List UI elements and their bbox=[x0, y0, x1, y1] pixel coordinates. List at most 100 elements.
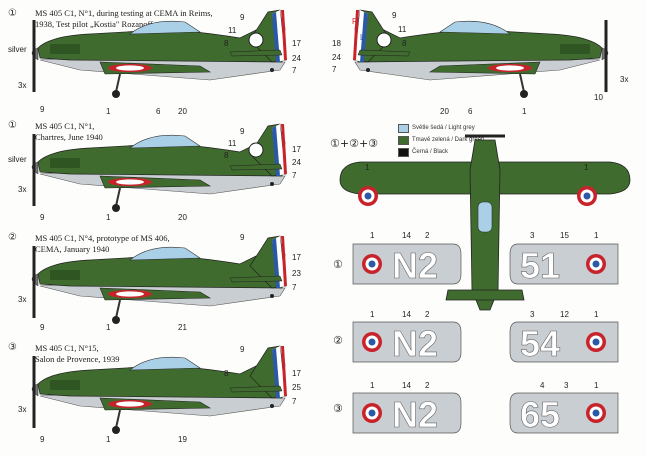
p1-callout-24: 24 bbox=[292, 54, 301, 63]
w2-right-callout-b: 12 bbox=[560, 310, 569, 319]
p1-callout-17: 17 bbox=[292, 39, 301, 48]
p1-callout-11: 11 bbox=[228, 26, 237, 35]
rp-callout-3x: 3x bbox=[620, 75, 628, 84]
w1-left-callout-c: 2 bbox=[425, 231, 430, 240]
wing-2-left-roundel bbox=[362, 332, 382, 352]
w1-right-callout-b: 15 bbox=[560, 231, 569, 240]
p2-callout-9: 9 bbox=[240, 127, 245, 136]
p4-callout-8: 8 bbox=[224, 369, 229, 378]
rp-callout-7: 7 bbox=[332, 65, 337, 74]
profile-1-caption-line1: MS 405 C1, N°1, during testing at CEMA i… bbox=[35, 8, 213, 18]
p4-callout-3x: 3x bbox=[18, 405, 26, 414]
p2-callout-7: 7 bbox=[292, 171, 297, 180]
rp-callout-1: 1 bbox=[522, 107, 527, 116]
wing-1-right-roundel bbox=[586, 254, 606, 274]
wing-1-left-roundel bbox=[362, 254, 382, 274]
rp-callout-24: 24 bbox=[332, 53, 341, 62]
profile-1-fuselage-roundel bbox=[248, 32, 264, 48]
p4-callout-1: 1 bbox=[106, 435, 111, 444]
p1-callout-silver: silver bbox=[8, 45, 27, 54]
plan-view-header: ①+②+③ bbox=[330, 137, 379, 150]
profile-2-caption-line1: MS 405 C1, N°1, bbox=[35, 121, 95, 131]
p2-callout-8: 8 bbox=[224, 151, 229, 160]
rp-callout-6: 6 bbox=[468, 107, 473, 116]
wing-1-right-code: 51 bbox=[520, 245, 560, 286]
w1-right-callout-a: 3 bbox=[530, 231, 535, 240]
p1-callout-20: 20 bbox=[178, 107, 187, 116]
rp-callout-10: 10 bbox=[594, 93, 603, 102]
p1-callout-6: 6 bbox=[156, 107, 161, 116]
p3-callout-L: L bbox=[272, 245, 277, 254]
w2-right-callout-a: 3 bbox=[530, 310, 535, 319]
rp-callout-9: 9 bbox=[392, 11, 397, 20]
p2-callout-17: 17 bbox=[292, 145, 301, 154]
p3-callout-9b: 9 bbox=[40, 323, 45, 332]
profile-4-number: ③ bbox=[8, 342, 17, 353]
profile-2-aircraft bbox=[30, 122, 289, 214]
p2-callout-9b: 9 bbox=[40, 213, 45, 222]
wing-3-number: ③ bbox=[333, 402, 343, 415]
color-legend: Světle šedá / Light grey Tmavě zelená / … bbox=[398, 122, 484, 158]
p3-callout-21: 21 bbox=[178, 323, 187, 332]
rp-callout-20: 20 bbox=[440, 107, 449, 116]
p1-callout-7: 7 bbox=[292, 66, 297, 75]
p2-callout-24: 24 bbox=[292, 158, 301, 167]
p4-callout-9b: 9 bbox=[40, 435, 45, 444]
w3-right-callout-c: 1 bbox=[594, 381, 599, 390]
rp-callout-L: L bbox=[360, 33, 365, 42]
p2-callout-1: 1 bbox=[106, 213, 111, 222]
profile-2-number: ① bbox=[8, 120, 17, 131]
legend-swatch-black bbox=[398, 147, 409, 157]
profile-1-caption-line2: 1938, Test pilot „Kostia" Rozanoff bbox=[35, 19, 154, 29]
wing-2-left-code: N2 bbox=[392, 323, 438, 364]
p2-callout-3x: 3x bbox=[18, 185, 26, 194]
legend-label-dark-green: Tmavě zelená / Dark green bbox=[412, 137, 485, 143]
p1-callout-1: 1 bbox=[106, 107, 111, 116]
profile-3-caption-line2: CEMA, January 1940 bbox=[35, 244, 110, 254]
plan-view-roundel-right bbox=[577, 186, 597, 206]
rp-callout-8: 8 bbox=[402, 39, 407, 48]
profile-2-fuselage-roundel bbox=[248, 142, 264, 158]
p3-callout-23: 23 bbox=[292, 269, 301, 278]
profile-1-aircraft bbox=[30, 8, 289, 100]
p4-callout-17: 17 bbox=[292, 369, 301, 378]
p1-callout-3x: 3x bbox=[18, 81, 26, 90]
p4-callout-9: 9 bbox=[240, 345, 245, 354]
w2-left-callout-b: 14 bbox=[402, 310, 411, 319]
p3-callout-17: 17 bbox=[292, 253, 301, 262]
p1-callout-8: 8 bbox=[224, 39, 229, 48]
p3-callout-1: 1 bbox=[106, 323, 111, 332]
w1-right-callout-c: 1 bbox=[594, 231, 599, 240]
w3-left-callout-c: 2 bbox=[425, 381, 430, 390]
legend-label-light-grey: Světle šedá / Light grey bbox=[412, 125, 475, 131]
p2-callout-silver: silver bbox=[8, 155, 27, 164]
profile-4-caption-line2: Salon de Provence, 1939 bbox=[35, 354, 120, 364]
rp-callout-18: 18 bbox=[332, 39, 341, 48]
legend-swatch-light-grey bbox=[398, 123, 409, 133]
wing-3-left-code: N2 bbox=[392, 394, 438, 435]
wing-3-right-code: 65 bbox=[520, 394, 560, 435]
p1-callout-9b: 9 bbox=[40, 105, 45, 114]
p3-callout-7: 7 bbox=[292, 283, 297, 292]
w3-left-callout-a: 1 bbox=[370, 381, 375, 390]
profile-2-caption-line2: Chartres, June 1940 bbox=[35, 132, 103, 142]
rp-callout-R: R bbox=[352, 17, 358, 26]
right-profile-aircraft bbox=[351, 8, 610, 100]
p4-callout-19: 19 bbox=[178, 435, 187, 444]
wing-3-left-roundel bbox=[362, 403, 382, 423]
w3-right-callout-a: 4 bbox=[540, 381, 545, 390]
w2-left-callout-c: 2 bbox=[425, 310, 430, 319]
p1-callout-L: L bbox=[272, 23, 277, 32]
p2-callout-11: 11 bbox=[228, 139, 237, 148]
pv-callout-1-left: 1 bbox=[365, 163, 370, 172]
w1-left-callout-a: 1 bbox=[370, 231, 375, 240]
p4-callout-7: 7 bbox=[292, 397, 297, 406]
profile-3-number: ② bbox=[8, 232, 17, 243]
w3-right-callout-b: 3 bbox=[564, 381, 569, 390]
wing-2-number: ② bbox=[333, 334, 343, 347]
wing-2-right-roundel bbox=[586, 332, 606, 352]
wing-2-right-code: 54 bbox=[520, 323, 560, 364]
wing-3-right-roundel bbox=[586, 403, 606, 423]
legend-swatch-dark-green bbox=[398, 135, 409, 145]
